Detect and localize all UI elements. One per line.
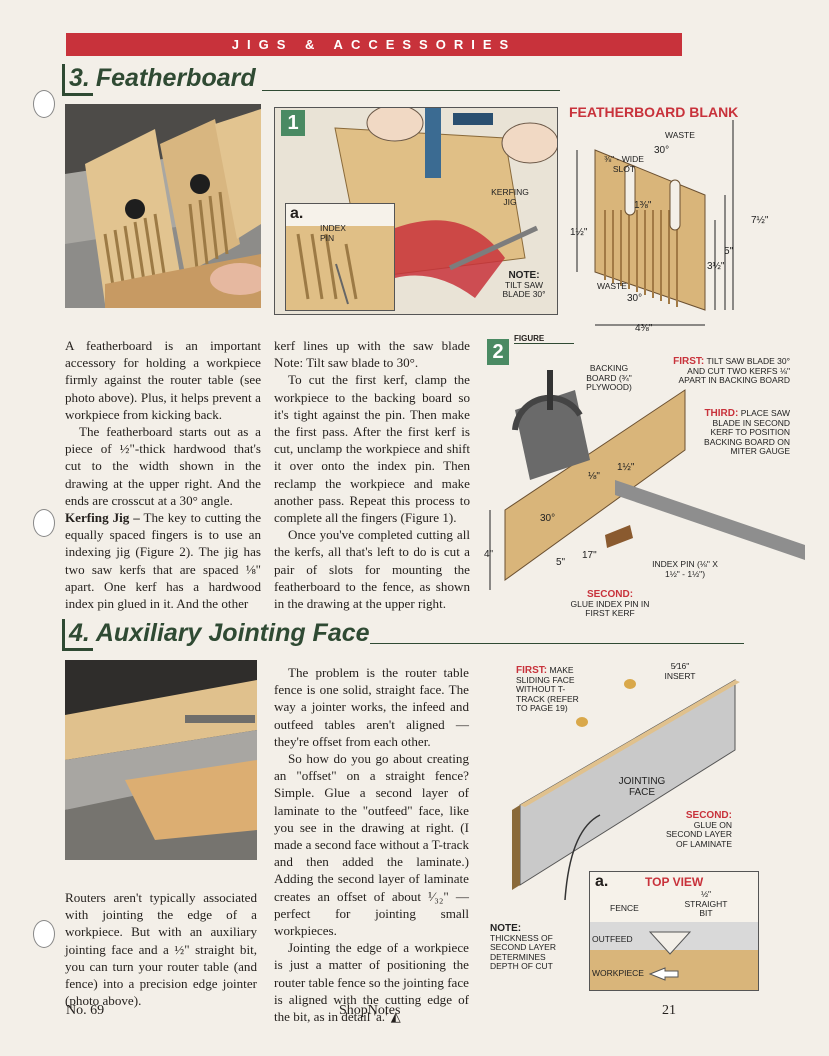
featherboard-heading: 3.Featherboard (62, 64, 256, 96)
jointing-para-1: Routers aren't typically associated with… (65, 890, 257, 1009)
jointing-text-col2: The problem is the router table fence is… (274, 664, 469, 1025)
kerfing-jig-label: KERFING JIG (491, 187, 529, 207)
figure-1-note-title: NOTE: (508, 270, 540, 281)
blank-dim-1-1-2: 1½" (570, 227, 588, 238)
blank-angle-top: 30° (654, 145, 670, 156)
jointing-heading-rule (370, 643, 744, 644)
figure-2-dim-1-1-2: 1½" (617, 462, 635, 473)
featherboard-title: Featherboard (95, 64, 256, 92)
figure-3-second: SECOND: GLUE ON SECOND LAYER OF LAMINATE (660, 811, 732, 849)
figure-2-index-pin: INDEX PIN (⅛" x 1½" - 1½") (652, 559, 718, 579)
blank-dim-7-1-2: 7½" (751, 215, 769, 226)
figure-3-drawing (512, 679, 740, 900)
workpiece-label: WORKPIECE (592, 968, 644, 978)
figure-2-second-title: SECOND: (586, 589, 634, 600)
figure-3-first-text: MAKE SLIDING FACE WITHOUT T-TRACK (REFER… (516, 665, 579, 713)
featherboard-number: 3. (62, 64, 93, 96)
figure-2-label: FIGURE (514, 334, 574, 344)
figure-3-detail-inset: a. TOP VIEW FENCE ½" STRAIGHT BIT OUTFEE… (589, 871, 759, 991)
blank-dim-width: 4⅜" (635, 323, 653, 334)
straight-bit-label: ½" STRAIGHT BIT (684, 889, 728, 918)
jointing-text-col1: Routers aren't typically associated with… (65, 889, 257, 1009)
featherboard-para-3: Kerfing Jig – The key to cutting the equ… (65, 509, 261, 612)
blank-waste-top: WASTE (665, 130, 695, 140)
figure-2-drawing (489, 370, 805, 590)
figure-2-number: 2 (487, 339, 509, 365)
figure-2-dim-5: 5" (556, 557, 566, 568)
figure-1-note-text: TILT SAW BLADE 30° (502, 279, 546, 299)
blank-slot: ⅜" - WIDE SLOT (604, 154, 644, 174)
figure-2-dim-1-8: ⅛" (588, 471, 600, 482)
jointing-heading: 4.Auxiliary Jointing Face (62, 619, 370, 651)
footer-issue: No. 69 (66, 1003, 105, 1018)
figure-2-first: FIRST: TILT SAW BLADE 30° AND CUT TWO KE… (660, 356, 790, 386)
jointing-number: 4. (62, 619, 93, 651)
figure-1-number: 1 (281, 110, 305, 136)
featherboard-blank-drawing (576, 120, 734, 326)
figure-3-detail-letter: a. (595, 873, 609, 890)
blank-dim-1-3-8: 1⅜" (634, 200, 652, 211)
featherboard-para-4: kerf lines up with the saw blade Note: T… (274, 338, 470, 371)
figure-1-detail-inset: a. INDEX PIN (285, 203, 395, 311)
featherboard-para-5: To cut the first kerf, clamp the workpie… (274, 372, 470, 526)
figure-3-second-title: SECOND: (685, 810, 732, 821)
binder-hole-bottom (33, 920, 55, 948)
figure-2-first-text: TILT SAW BLADE 30° AND CUT TWO KERFS ⅛" … (678, 356, 790, 385)
figure-3-first-title: FIRST: (516, 665, 548, 676)
figure-2-second-text: GLUE INDEX PIN IN FIRST KERF (570, 598, 650, 618)
jointing-face-label: JOINTING FACE (618, 776, 666, 798)
featherboard-text-col1: A featherboard is an important accessory… (65, 337, 261, 612)
figure-3-note-text: THICKNESS OF SECOND LAYER DETERMINES DEP… (490, 932, 556, 971)
figure-1-panel: 1 KERFING JIG a. INDEX PIN NOTE: TILT SA… (274, 107, 558, 315)
binder-hole-middle (33, 509, 55, 537)
jointing-para-3: So how do you go about creating an "offs… (274, 751, 469, 939)
figure-2-third-title: THIRD: (704, 408, 739, 419)
featherboard-heading-rule (262, 90, 560, 91)
figure-3-first: FIRST: MAKE SLIDING FACE WITHOUT T-TRACK… (516, 665, 586, 714)
featherboard-photo (65, 104, 261, 308)
featherboard-para-1: A featherboard is an important accessory… (65, 338, 261, 422)
featherboard-para-3-text: The key to cutting the equally spaced fi… (65, 510, 262, 612)
index-pin-label: INDEX PIN (320, 223, 346, 243)
figure-2-second: SECOND: GLUE INDEX PIN IN FIRST KERF (568, 590, 652, 619)
footer-page-number: 21 (662, 1003, 676, 1018)
blank-dim-5: 5" (724, 246, 734, 257)
figure-2-third-text: PLACE SAW BLADE IN SECOND KERF TO POSITI… (704, 408, 790, 456)
section-banner: JIGS & ACCESSORIES (66, 33, 682, 56)
blank-angle-bottom: 30° (627, 293, 643, 304)
figure-3-note: NOTE: THICKNESS OF SECOND LAYER DETERMIN… (490, 924, 570, 972)
backing-board-label: BACKING BOARD (¾" PLYWOOD) (586, 363, 632, 392)
featherboard-para-2: The featherboard starts out as a piece o… (65, 424, 261, 508)
figure-2-dim-4: 4" (484, 549, 494, 560)
featherboard-text-col2: kerf lines up with the saw blade Note: T… (274, 337, 470, 612)
figure-3-insert: 5⁄16" INSERT (664, 661, 696, 681)
featherboard-blank-title: FEATHERBOARD BLANK (569, 104, 739, 120)
figure-2-third: THIRD: PLACE SAW BLADE IN SECOND KERF TO… (700, 408, 790, 457)
blank-waste-bottom: WASTE (597, 281, 627, 291)
figure-3-second-text: GLUE ON SECOND LAYER OF LAMINATE (666, 819, 732, 849)
binder-hole-top (33, 90, 55, 118)
jointing-photo (65, 660, 257, 860)
figure-3-note-title: NOTE: (490, 923, 522, 934)
figure-1-detail-letter: a. (290, 205, 304, 222)
jointing-para-4: Jointing the edge of a workpiece is just… (274, 940, 469, 1025)
blank-dim-3-1-2: 3½" (707, 261, 725, 272)
fence-label: FENCE (610, 903, 639, 913)
top-view-label: TOP VIEW (645, 875, 704, 889)
figure-2-angle: 30° (540, 513, 556, 524)
kerfing-jig-lead: Kerfing Jig – (65, 510, 140, 526)
figure-1-note: NOTE: TILT SAW BLADE 30° (497, 271, 551, 300)
figure-2-first-title: FIRST: (673, 356, 705, 367)
outfeed-label: OUTFEED (592, 934, 633, 944)
jointing-para-2: The problem is the router table fence is… (274, 665, 469, 749)
featherboard-para-6: Once you've completed cutting all the ke… (274, 527, 470, 612)
jointing-title: Auxiliary Jointing Face (95, 619, 370, 647)
figure-2-dim-17: 17" (582, 550, 597, 561)
footer-magazine: ShopNotes (339, 1003, 401, 1018)
